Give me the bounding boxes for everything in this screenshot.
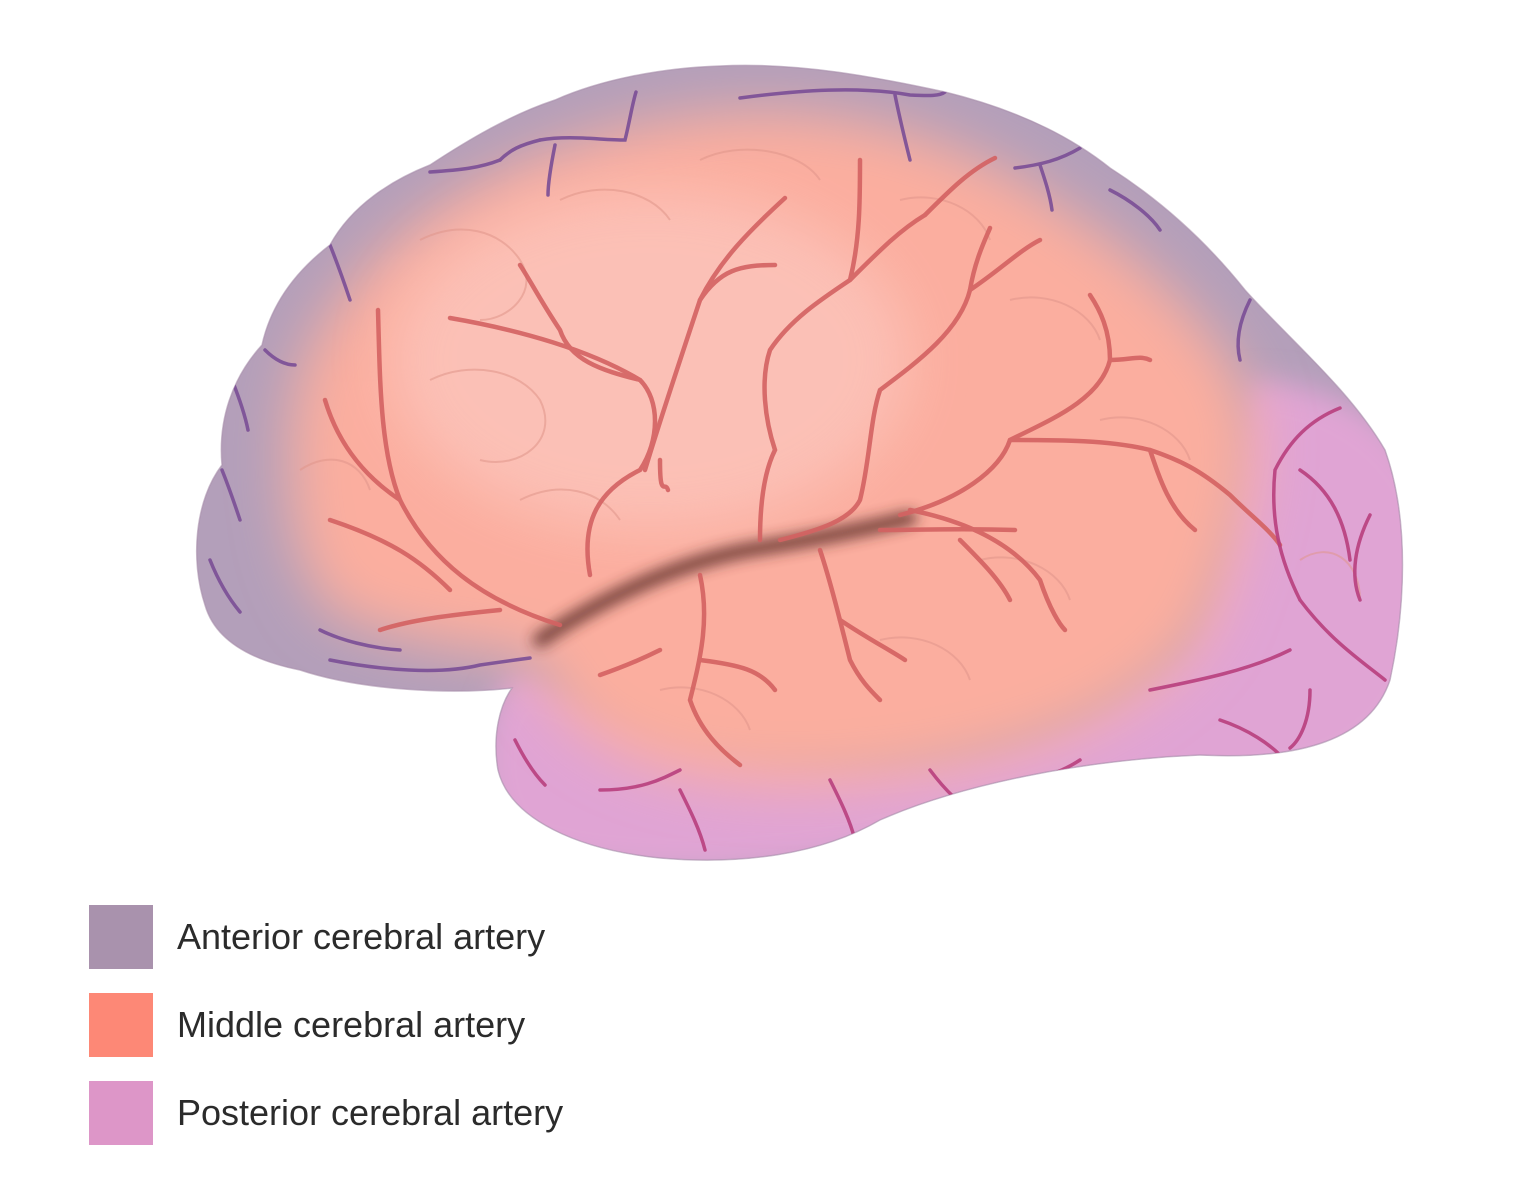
gyri-outlines [299,148,1361,731]
legend-item-posterior: Posterior cerebral artery [89,1081,789,1145]
middle-cerebral-artery-vessels [322,155,1283,768]
brain-lateral-view-diagram [195,64,1404,861]
legend-swatch-anterior [89,905,153,969]
legend-item-middle: Middle cerebral artery [89,993,789,1057]
legend-item-anterior: Anterior cerebral artery [89,905,789,969]
legend-label-middle: Middle cerebral artery [177,1004,526,1045]
brain-outline [195,64,1404,861]
brain-territories [196,65,1403,861]
legend-swatch-posterior [89,1081,153,1145]
legend-swatch-middle [89,993,153,1057]
legend-label-anterior: Anterior cerebral artery [177,916,546,957]
middle-territory-highlight [390,190,910,530]
lateral-fissure [533,511,917,647]
legend-label-posterior: Posterior cerebral artery [177,1092,564,1133]
